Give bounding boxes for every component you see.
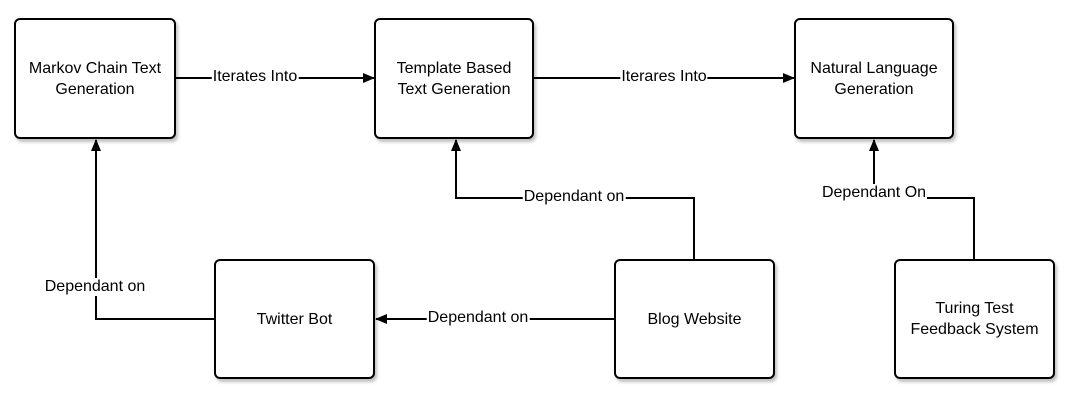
edge-label-iterares-into: Iterares Into bbox=[620, 68, 708, 86]
node-natural-language: Natural Language Generation bbox=[794, 18, 954, 139]
node-template-based: Template Based Text Generation bbox=[374, 18, 534, 139]
edge-label-twitter-dependant: Dependant on bbox=[426, 309, 530, 327]
edge-label-iterates-into: Iterates Into bbox=[211, 68, 299, 86]
node-turing-test: Turing Test Feedback System bbox=[894, 259, 1055, 379]
edge-label-blog-dependant: Dependant on bbox=[522, 188, 626, 206]
node-markov-chain: Markov Chain Text Generation bbox=[14, 18, 176, 139]
edge-label-turing-dependant: Dependant On bbox=[820, 184, 928, 202]
edge-label-markov-dependant: Dependant on bbox=[43, 278, 147, 296]
node-twitter-bot: Twitter Bot bbox=[214, 259, 375, 379]
edge-twitter-to-markov bbox=[91, 139, 214, 320]
node-blog-website: Blog Website bbox=[614, 259, 775, 379]
